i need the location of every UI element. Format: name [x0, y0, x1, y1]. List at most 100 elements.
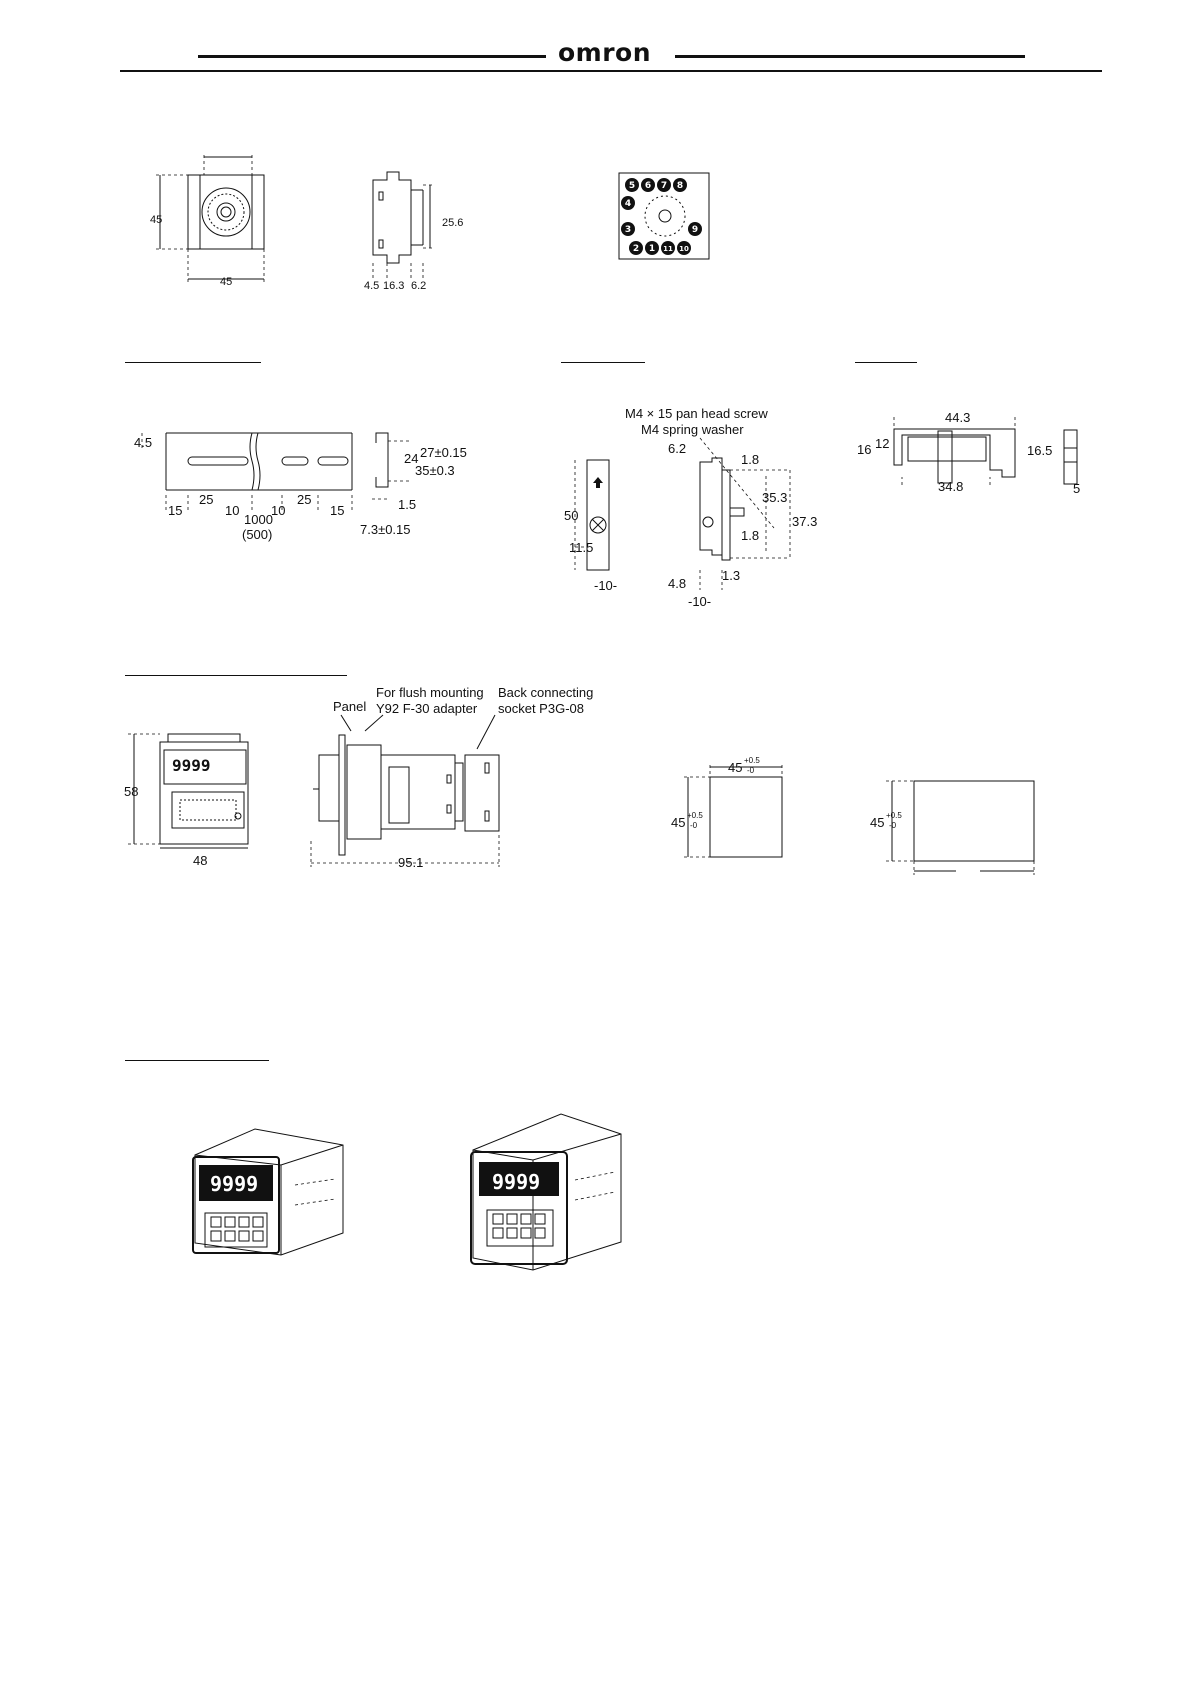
flush-front-drawing [128, 733, 249, 849]
cutout-single-drawing [684, 765, 783, 858]
section-underline-photos [125, 1060, 269, 1061]
pin-8 [673, 178, 687, 192]
cutout-gang-drawing [886, 780, 1035, 875]
din-length-alt: (500) [242, 527, 273, 542]
spacer-drawing [893, 417, 1016, 485]
pin-1 [645, 241, 659, 255]
section-underline-spacer [855, 362, 917, 363]
socket-side-d3: 6.2 [411, 280, 427, 292]
pin-label: 7 [661, 181, 667, 191]
pin-circle-group [621, 178, 702, 255]
end-plate-d353: 35.3 [762, 490, 788, 505]
end-plate-screw: M4 × 15 pan head screw [625, 406, 768, 421]
pin-label: 5 [629, 181, 635, 191]
spacer-w443: 44.3 [945, 410, 971, 425]
label-adapter-line2: Y92 F-30 adapter [376, 701, 478, 716]
spacer-h165: 16.5 [1027, 443, 1053, 458]
din-seg-10b: 10 [271, 503, 286, 518]
end-plate-d373: 37.3 [792, 514, 818, 529]
end-plate-d62: 6.2 [668, 441, 687, 456]
pin-2 [629, 241, 643, 255]
section-underline-din-rail [125, 362, 261, 363]
end-plate-d18b: 1.8 [741, 528, 760, 543]
socket-front-drawing [156, 155, 265, 283]
din-length: 1000 [244, 512, 273, 527]
product-photo-b [470, 1113, 622, 1271]
end-plate-d48: 4.8 [668, 576, 687, 591]
pin-3 [621, 222, 635, 236]
pin-label: 6 [645, 181, 651, 191]
pin-label: 10 [679, 245, 689, 253]
pin-4 [621, 196, 635, 210]
flush-depth: 95.1 [398, 855, 424, 870]
end-plate-w10b: -10- [688, 594, 712, 609]
end-plate-d13: 1.3 [722, 568, 741, 583]
cutout-single-width-tol-minus: -0 [747, 766, 755, 775]
product-photo-b-display: 9999 [492, 1170, 541, 1194]
spacer-h12: 12 [875, 436, 890, 451]
label-panel: Panel [333, 699, 367, 714]
din-seg-15a: 15 [168, 503, 183, 518]
din-h27: 27±0.15 [420, 445, 467, 460]
din-h35: 35±0.3 [415, 463, 455, 478]
pin-label: 2 [633, 244, 639, 254]
pin-10 [677, 241, 691, 255]
cutout-single-width: 45 [728, 760, 743, 775]
label-socket-line2: socket P3G-08 [498, 701, 584, 716]
din-seg-15b: 15 [330, 503, 345, 518]
end-plate-h115: 11.5 [569, 540, 594, 555]
spacer-w348: 34.8 [938, 479, 964, 494]
pin-6 [641, 178, 655, 192]
din-rail-drawing [141, 432, 353, 513]
cutout-single-height-tol-plus: +0.5 [687, 811, 703, 820]
pin-7 [657, 178, 671, 192]
end-plate-front [574, 459, 610, 571]
end-plate-d18a: 1.8 [741, 452, 760, 467]
din-t15: 1.5 [398, 497, 417, 512]
flush-front-display: 9999 [172, 756, 211, 775]
end-plate-w10a: -10- [594, 578, 618, 593]
end-plate-side [699, 437, 791, 590]
pin-label: 4 [625, 199, 631, 209]
cutout-gang-height-tol-plus: +0.5 [886, 811, 902, 820]
cutout-single-height: 45 [671, 815, 686, 830]
section-underline-end-plate [561, 362, 645, 363]
pin-5 [625, 178, 639, 192]
section-underline-flush-mount [125, 675, 347, 676]
spacer-h16: 16 [857, 442, 872, 457]
pin-label: 9 [692, 225, 698, 235]
din-seg-25a: 25 [199, 492, 214, 507]
socket-side-drawing [372, 171, 435, 278]
cutout-gang-height-tol-minus: -0 [889, 821, 897, 830]
pin-label: 8 [677, 181, 683, 191]
header-rule-left [198, 55, 546, 58]
omron-logo: omron [558, 38, 652, 67]
product-photo-a [192, 1128, 344, 1256]
din-h24: 24 [404, 451, 419, 466]
end-plate-h50: 50 [564, 508, 579, 523]
din-offset: 4.5 [134, 435, 153, 450]
flush-w48: 48 [193, 853, 208, 868]
cutout-gang-height: 45 [870, 815, 885, 830]
pin-11 [661, 241, 675, 255]
socket-side-d2: 16.3 [383, 280, 405, 292]
spacer-side-drawing [1063, 429, 1078, 485]
pin-9 [688, 222, 702, 236]
product-photo-a-display: 9999 [210, 1172, 259, 1196]
socket-side-d1: 4.5 [364, 280, 380, 292]
header-rule-full [120, 70, 1102, 72]
cutout-single-width-tol-plus: +0.5 [744, 756, 760, 765]
spacer-w5: 5 [1073, 481, 1081, 496]
label-socket-line1: Back connecting [498, 685, 594, 700]
din-seg-10a: 10 [225, 503, 240, 518]
pin-label: 3 [625, 225, 631, 235]
socket-front-width: 45 [220, 276, 233, 288]
din-w73: 7.3±0.15 [360, 522, 411, 537]
label-adapter-line1: For flush mounting [376, 685, 484, 700]
din-rail-profile [372, 432, 410, 500]
pin-label: 11 [663, 245, 673, 253]
flush-h58: 58 [124, 784, 139, 799]
socket-front-height: 45 [150, 214, 163, 226]
end-plate-washer: M4 spring washer [641, 422, 744, 437]
flush-side-drawing [310, 714, 500, 867]
